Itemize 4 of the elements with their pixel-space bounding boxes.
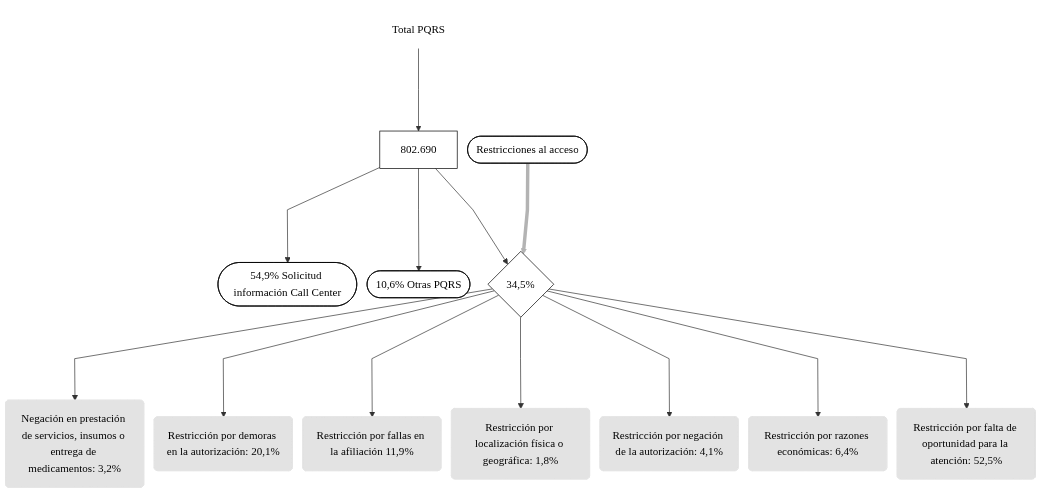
node-box: 802.690 <box>379 130 458 169</box>
arrow <box>520 163 530 255</box>
node-diamond: 34,5% <box>487 250 555 318</box>
node-text: Total PQRS <box>392 23 446 35</box>
